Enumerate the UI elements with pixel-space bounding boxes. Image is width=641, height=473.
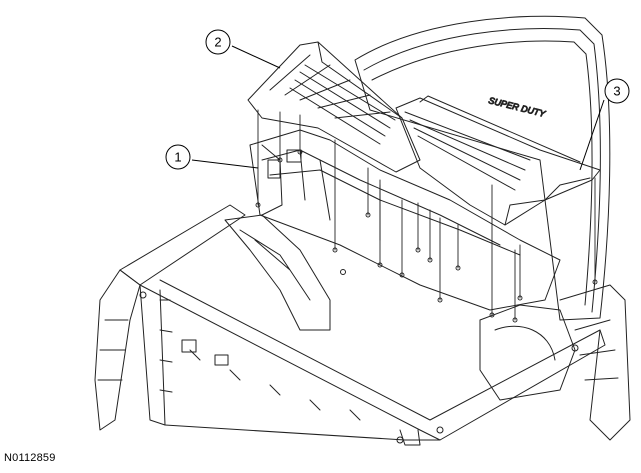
windshield-emblem: SUPER DUTY	[488, 95, 548, 119]
windshield	[354, 15, 611, 321]
callout-3-number: 3	[613, 84, 620, 99]
radiator-support	[119, 204, 606, 446]
callout-1-number: 1	[174, 150, 181, 165]
cowl-panel	[247, 41, 421, 173]
callout-2-leader	[231, 45, 281, 69]
cowl-grille	[395, 95, 601, 226]
callout-1-leader	[191, 159, 259, 169]
callout-2: 2	[205, 29, 231, 55]
right-front-structure	[559, 284, 631, 441]
fastener-lines	[255, 109, 598, 323]
document-id: N0112859	[4, 452, 56, 464]
callout-2-number: 2	[214, 35, 221, 50]
left-front-structure	[94, 269, 141, 431]
inner-fender	[224, 214, 576, 401]
callout-3: 3	[604, 78, 630, 104]
callout-3-leader	[579, 99, 605, 171]
callout-1: 1	[165, 144, 191, 170]
bolts	[139, 269, 579, 444]
